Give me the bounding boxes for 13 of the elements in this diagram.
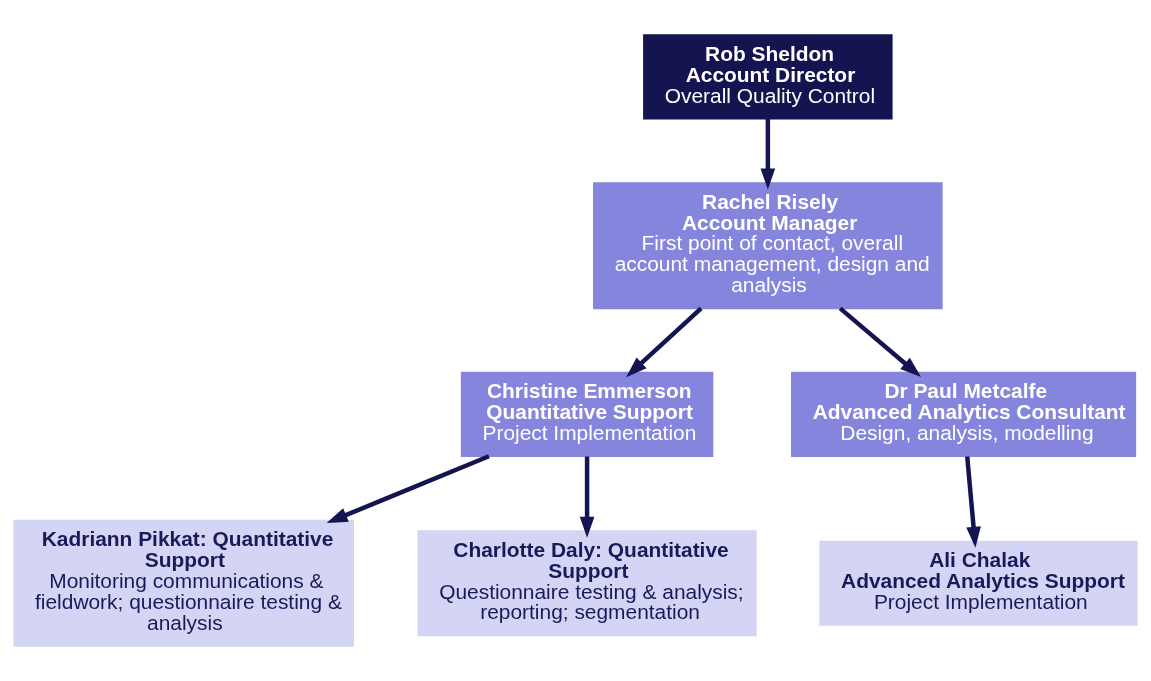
node-box: Ali Chalak Advanced Analytics Support Project Implementation bbox=[819, 540, 1138, 626]
arrow bbox=[579, 456, 595, 538]
node-box: Rachel Risely Account Manager First point of contact, overall account management, design and analysis bbox=[593, 182, 943, 310]
node-box: Dr Paul Metcalfe Advanced Analytics Consultant Design, analysis, modelling bbox=[791, 371, 1137, 458]
node-box: Kadriann Pikkat: Quantitative Support Monitoring communications & fieldwork; questionnaire testing & analysis bbox=[13, 519, 354, 647]
arrow bbox=[965, 456, 981, 548]
node-box: Christine Emmerson Quantitative Support Project Implementation bbox=[460, 371, 714, 458]
arrow bbox=[760, 118, 776, 190]
node-box: Charlotte Daly: Quantitative Support Questionnaire testing & analysis; reporting; segmentation bbox=[417, 530, 757, 637]
node-box: Rob Sheldon Account Director Overall Quality Control bbox=[643, 34, 893, 120]
arrow bbox=[626, 306, 703, 378]
arrow bbox=[838, 306, 922, 377]
arrow bbox=[326, 454, 490, 524]
